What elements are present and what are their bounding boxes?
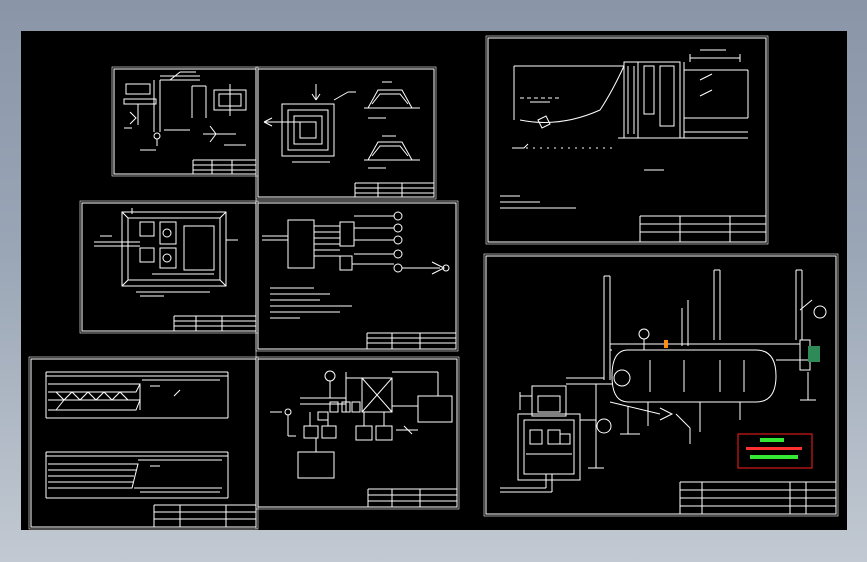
sheet-process-flow[interactable] xyxy=(255,356,460,510)
orange-marker xyxy=(664,340,668,348)
sheet-process-pid[interactable] xyxy=(483,253,839,517)
sheet-control-schematic[interactable] xyxy=(255,200,459,352)
sheet-long-sections[interactable] xyxy=(28,356,259,530)
color-legend xyxy=(737,433,813,469)
sheet-channel-section[interactable] xyxy=(485,35,769,245)
legend-row xyxy=(760,438,784,442)
legend-row xyxy=(750,455,798,459)
sheet-detail-plan[interactable] xyxy=(111,66,259,177)
sheet-pump-plan[interactable] xyxy=(79,200,259,334)
drawing-viewport[interactable] xyxy=(21,31,847,530)
cad-drawing[interactable] xyxy=(21,31,847,530)
green-marker xyxy=(808,346,820,362)
legend-row xyxy=(746,447,802,450)
sheet-tank-sections[interactable] xyxy=(255,66,437,200)
